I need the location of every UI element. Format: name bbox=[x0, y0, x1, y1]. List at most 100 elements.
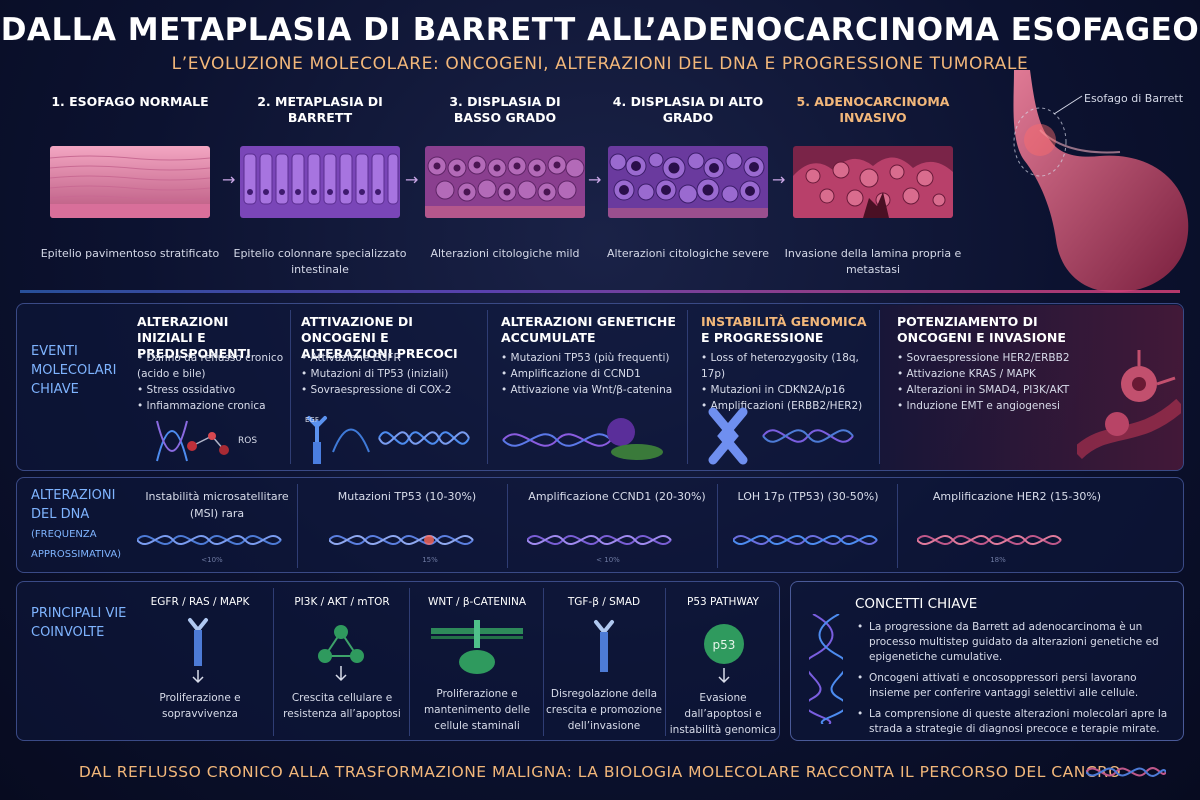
stage-barrett: 2. METAPLASIA DI BARRETT Epitelio colonn… bbox=[234, 94, 407, 276]
events-panel: EVENTI MOLECOLARI CHIAVE ALTERAZIONI INI… bbox=[16, 303, 1184, 471]
dna-alteration-label: Amplificazione HER2 (15-30%) bbox=[932, 490, 1102, 503]
p53-label: p53 bbox=[713, 638, 736, 652]
dna-alterations-panel: ALTERAZIONI DEL DNA (FREQUENZA APPROSSIM… bbox=[16, 477, 1184, 573]
stage-title: 3. DISPLASIA DI BASSO GRADO bbox=[449, 94, 561, 125]
stage-title: 1. ESOFAGO NORMALE bbox=[51, 94, 209, 109]
event-item: Attivazione KRAS / MAPK bbox=[897, 366, 1097, 382]
stage-description: Alterazioni citologiche severe bbox=[606, 247, 770, 260]
event-list: Loss of heterozygosity (18q, 17p) Mutazi… bbox=[701, 350, 877, 414]
membrane-receptor-icon bbox=[431, 618, 523, 680]
stage-description: Invasione della lamina propria e metasta… bbox=[784, 247, 962, 276]
page-subtitle: L’EVOLUZIONE MOLECOLARE: ONCOGENI, ALTER… bbox=[171, 54, 1029, 74]
dna-alteration-label: Mutazioni TP53 (10-30%) bbox=[337, 490, 477, 503]
column-separator bbox=[879, 310, 880, 464]
stage-high-grade-dysplasia: 4. DISPLASIA DI ALTO GRADO Alterazioni c… bbox=[607, 94, 769, 260]
page-title: DALLA METAPLASIA DI BARRETT ALL’ADENOCAR… bbox=[0, 12, 1200, 48]
ros-molecule-icon: ROS bbox=[152, 416, 272, 466]
arrow-right-icon: → bbox=[588, 170, 602, 189]
pathway-title: P53 PATHWAY bbox=[687, 596, 759, 608]
barrett-metaplasia-image bbox=[240, 146, 400, 218]
concept-item: La progressione da Barrett ad adenocarci… bbox=[857, 620, 1173, 665]
dna-helix-icon bbox=[527, 526, 677, 554]
event-item: Mutazioni in CDKN2A/p16 bbox=[701, 382, 877, 398]
column-separator bbox=[665, 588, 666, 736]
event-item: Amplificazioni (ERBB2/HER2) bbox=[701, 398, 877, 414]
stage-description: Epitelio colonnare specializzato intesti… bbox=[233, 247, 407, 276]
dna-row-label: ALTERAZIONI DEL DNA (FREQUENZA APPROSSIM… bbox=[31, 486, 131, 564]
event-item: Attivazione via Wnt/β-catenina bbox=[501, 382, 685, 398]
column-separator bbox=[297, 484, 298, 568]
arrow-right-icon: → bbox=[222, 170, 236, 189]
footer-tagline: DAL REFLUSSO CRONICO ALLA TRASFORMAZIONE… bbox=[78, 763, 1122, 781]
column-separator bbox=[507, 484, 508, 568]
stage-title: 2. METAPLASIA DI BARRETT bbox=[257, 94, 383, 125]
event-item: Stress ossidativo bbox=[137, 382, 287, 398]
pathway-description: Evasione dall’apoptosi e instabilità gen… bbox=[669, 692, 777, 736]
pathway-title: EGFR / RAS / MAPK bbox=[150, 596, 250, 608]
chromosome-icon bbox=[703, 406, 873, 466]
event-list: Sovraespressione HER2/ERBB2 Attivazione … bbox=[897, 350, 1097, 414]
dna-frequency: 18% bbox=[990, 556, 1006, 564]
dna-alteration-label: Amplificazione CCND1 (20-30%) bbox=[528, 490, 706, 503]
pathway-title: PI3K / AKT / mTOR bbox=[294, 596, 390, 608]
stage-title: 5. ADENOCARCINOMA INVASIVO bbox=[796, 94, 950, 125]
pathways-row-label: PRINCIPALI VIE COINVOLTE bbox=[31, 606, 127, 640]
pathway-description: Crescita cellulare e resistenza all’apop… bbox=[283, 692, 401, 720]
concepts-title: CONCETTI CHIAVE bbox=[855, 596, 978, 612]
arrow-right-icon: → bbox=[405, 170, 419, 189]
dna-frequency: 15% bbox=[422, 556, 438, 564]
invading-cell-icon bbox=[1077, 344, 1181, 468]
column-separator bbox=[897, 484, 898, 568]
event-item: Sovraespressione HER2/ERBB2 bbox=[897, 350, 1097, 366]
stage-low-grade-dysplasia: 3. DISPLASIA DI BASSO GRADO Alterazioni … bbox=[425, 94, 585, 260]
stage-description: Epitelio pavimentoso stratificato bbox=[40, 247, 220, 260]
event-item: Sovraespressione di COX-2 bbox=[301, 382, 481, 398]
event-title-highlight: INSTABILITÀ GENOMICA bbox=[701, 314, 867, 329]
low-grade-dysplasia-image bbox=[425, 146, 585, 218]
column-separator bbox=[543, 588, 544, 736]
event-item: Loss of heterozygosity (18q, 17p) bbox=[701, 350, 877, 382]
event-title-rest: E PROGRESSIONE bbox=[701, 330, 824, 345]
dna-frequency: < 10% bbox=[596, 556, 620, 564]
column-separator bbox=[687, 310, 688, 464]
concepts-list: La progressione da Barrett ad adenocarci… bbox=[857, 620, 1173, 743]
concept-item: La comprensione di queste alterazioni mo… bbox=[857, 707, 1173, 737]
stage-normal: 1. ESOFAGO NORMALE Epitelio pavimentoso … bbox=[41, 94, 220, 260]
egf-label: EGF bbox=[305, 416, 319, 424]
events-row-label: EVENTI MOLECOLARI CHIAVE bbox=[31, 344, 117, 397]
dna-helix-icon bbox=[733, 526, 883, 554]
arrow-right-icon: → bbox=[772, 170, 786, 189]
barrett-label: Esofago di Barrett bbox=[1084, 92, 1184, 105]
progression-divider bbox=[20, 290, 1180, 293]
event-list: Danno da reflusso cronico (acido e bile)… bbox=[137, 350, 287, 414]
dna-helix-icon bbox=[1086, 760, 1166, 784]
pathways-panel: PRINCIPALI VIE COINVOLTE EGFR / RAS / MA… bbox=[16, 581, 780, 741]
stomach-illustration bbox=[1000, 70, 1200, 300]
pathway-description: Disregolazione della crescita e promozio… bbox=[546, 688, 662, 732]
dna-helix-icon bbox=[137, 526, 287, 554]
dna-alteration-label: Instabilità microsatellitare (MSI) rara bbox=[145, 490, 289, 520]
stage-adenocarcinoma: 5. ADENOCARCINOMA INVASIVO Invasione del… bbox=[785, 94, 962, 276]
molecular-network-icon bbox=[313, 622, 369, 682]
dna-frequency: <10% bbox=[201, 556, 223, 564]
event-title: POTENZIAMENTO DI ONCOGENI E INVASIONE bbox=[897, 314, 1066, 345]
high-grade-dysplasia-image bbox=[608, 146, 768, 218]
dna-row-title: ALTERAZIONI DEL DNA bbox=[31, 488, 116, 522]
stage-description: Alterazioni citologiche mild bbox=[430, 247, 580, 260]
event-item: Attivazione EGFR bbox=[301, 350, 481, 366]
p53-protein-icon: p53 bbox=[699, 622, 749, 686]
column-separator bbox=[487, 310, 488, 464]
event-item: Danno da reflusso cronico (acido e bile) bbox=[137, 350, 287, 382]
event-item: Induzione EMT e angiogenesi bbox=[897, 398, 1097, 414]
dna-helix-icon bbox=[329, 526, 479, 554]
stage-title: 4. DISPLASIA DI ALTO GRADO bbox=[612, 94, 764, 125]
concept-item: Oncogeni attivati e oncosoppressori pers… bbox=[857, 671, 1173, 701]
ros-label: ROS bbox=[238, 436, 257, 446]
dna-helix-icon bbox=[917, 526, 1067, 554]
beta-catenin-complex-icon bbox=[501, 410, 681, 466]
key-concepts-panel: CONCETTI CHIAVE La progressione da Barre… bbox=[790, 581, 1184, 741]
column-separator bbox=[273, 588, 274, 736]
event-item: Infiammazione cronica bbox=[137, 398, 287, 414]
event-list: Mutazioni TP53 (più frequenti) Amplifica… bbox=[501, 350, 685, 398]
